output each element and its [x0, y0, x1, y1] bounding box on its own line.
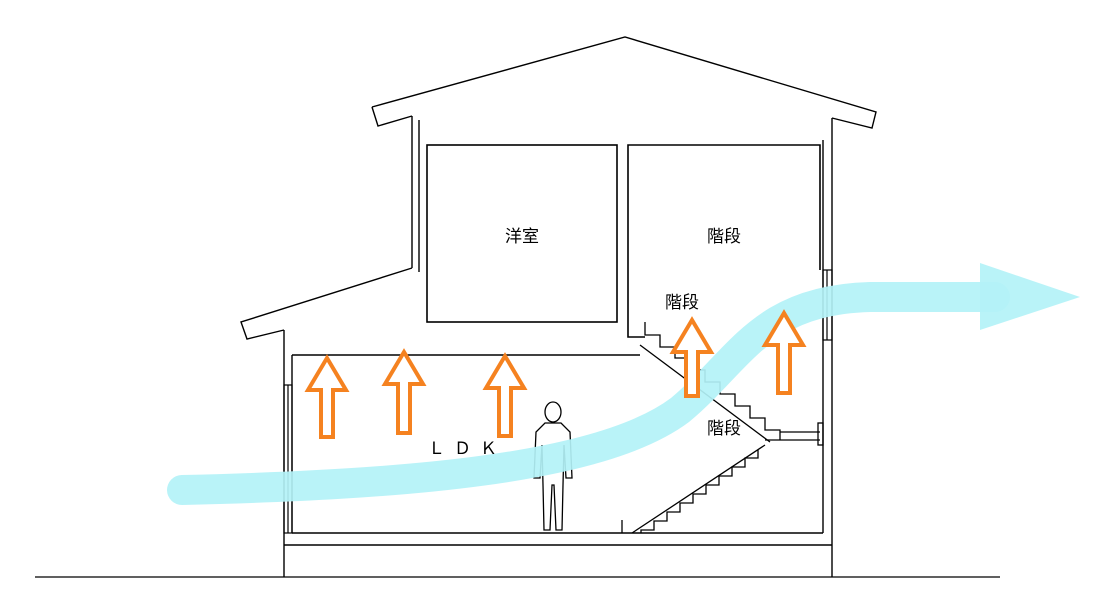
- heat-arrow-icon: [304, 354, 350, 439]
- window-left: [283, 384, 293, 534]
- heat-arrow-icon: [381, 348, 427, 435]
- stair-room-outline: [627, 144, 821, 338]
- heat-arrow-icon: [761, 309, 807, 395]
- heat-arrow-icon: [669, 316, 715, 398]
- room-western-outline: [426, 144, 618, 323]
- stairs-upper-label: 階段: [707, 227, 741, 247]
- room-western-label: 洋室: [505, 227, 539, 247]
- stairs-lower-label: 階段: [707, 419, 741, 439]
- heat-arrows: [304, 309, 807, 439]
- stairs-middle-label: 階段: [665, 293, 699, 313]
- heat-arrow-icon: [482, 352, 528, 438]
- ldk-label: ＬＤＫ: [428, 439, 506, 459]
